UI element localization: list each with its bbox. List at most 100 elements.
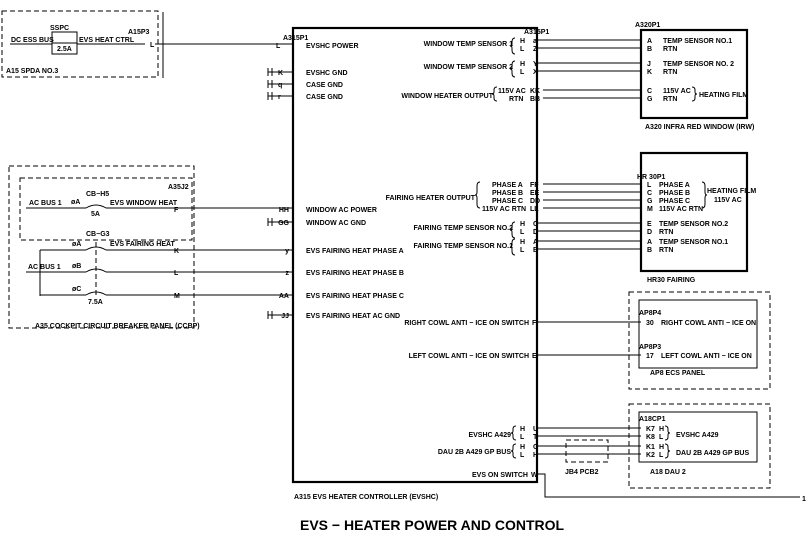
wts2-l: L [520, 69, 525, 76]
a18-pin-k8: K8 [646, 434, 655, 441]
a18-k2-hl: L [659, 452, 664, 459]
ccbp-phase-a-label: øA [72, 241, 81, 248]
evshc-sig-window-ac-power: WINDOW AC POWER [306, 207, 377, 214]
who-pin-bb: BB [530, 96, 540, 103]
hr30-pin-a: A [647, 239, 652, 246]
ccbp-phase-a: øA K [40, 241, 293, 255]
evshc-sig-gnd: EVSHC GND [306, 70, 348, 77]
hr30-label: HR30 FAIRING [647, 277, 696, 284]
fts2-pin-d: D [533, 229, 538, 236]
evshc-sig-phase-b: EVS FAIRING HEAT PHASE B [306, 270, 404, 277]
grp-fts1: FAIRING TEMP SENSOR NO.1 [414, 243, 514, 250]
ap8-p3-signal: LEFT COWL ANTI − ICE ON [661, 353, 752, 360]
hr30-sig-pb: PHASE B [659, 190, 690, 197]
evshc-connector-right: A315P1 [524, 29, 549, 36]
evshc-sig-power: EVSHC POWER [306, 43, 359, 50]
hr30-connector: HR 30P1 [637, 174, 666, 181]
evshc-pin-y: y [285, 248, 289, 255]
ccbp-phase-c: øC M [40, 286, 293, 300]
ccbp-phase-b: øB L [40, 263, 293, 277]
ap8-ecs-panel: AP8P4 30 RIGHT COWL ANTI − ICE ON AP8P3 … [628, 291, 771, 390]
hr30-pin-g: G [647, 198, 653, 205]
a320-connector: A320P1 [635, 22, 660, 29]
ap8-p3: AP8P3 [639, 344, 661, 351]
hr30-pin-d: D [647, 229, 652, 236]
ccbp-phase-c-label: øC [72, 286, 81, 293]
gp-pin-h: H [533, 452, 538, 459]
jb4-pcb2: JB4 PCB2 [565, 439, 609, 476]
evshc-sig-case-gnd-1: CASE GND [306, 82, 343, 89]
grp-fairing-heater-output: FAIRING HEATER OUTPUT [386, 195, 476, 202]
ccbp-window-phase: øA [71, 199, 80, 206]
evshc-connector-left: A315P1 [283, 35, 308, 42]
a18-sig1: EVSHC A429 [676, 432, 719, 439]
fho-rtn: 115V AC RTN [482, 206, 526, 213]
hr30-sig-pa: PHASE A [659, 182, 690, 189]
grp-right-cowl: RIGHT COWL ANTI − ICE ON SWITCH [404, 320, 529, 327]
ccbp-window-cb: CB−H5 [86, 191, 109, 198]
sheet-marker: 1 [802, 496, 806, 503]
fts1-h: H [520, 239, 525, 246]
gp-l: L [520, 452, 525, 459]
hr30-pin-m: M [647, 206, 653, 213]
fho-pin-ll: LL [530, 206, 539, 213]
evshc-sig-case-gnd-2: CASE GND [306, 94, 343, 101]
a320-sig-115v: 115V AC [663, 88, 691, 95]
a15-rating: 2.5A [57, 46, 72, 53]
fts2-l: L [520, 229, 525, 236]
a15-function: EVS HEAT CTRL [79, 37, 135, 44]
a320-pin-k: K [647, 69, 652, 76]
hr30-pin-b: B [647, 247, 652, 254]
evshc-pin-aa: AA [279, 293, 289, 300]
evshc-pin-l: L [276, 43, 281, 50]
a429-pin-t: T [533, 434, 538, 441]
ccbp-connector: A35J2 [168, 184, 189, 191]
evshc-right-pins: WINDOW TEMP SENSOR 1 H L a Z WINDOW TEMP… [386, 37, 806, 503]
fts1-pin-b: B [533, 247, 538, 254]
ccbp-window-bus: AC BUS 1 [29, 200, 62, 207]
evshc-pin-k: K [278, 70, 283, 77]
a320-film: HEATING FILM [699, 92, 748, 99]
ccbp-phase-c-pin: M [174, 293, 180, 300]
hr30-pin-l: L [647, 182, 652, 189]
hr30-sig-ts2: TEMP SENSOR NO.2 [659, 221, 728, 228]
a320-pin-a: A [647, 38, 652, 45]
ccbp-window-pin: F [174, 207, 179, 214]
a35-ccbp-panel: AC BUS 1 øA CB−H5 EVS WINDOW HEAT 5A A35… [8, 165, 293, 330]
evshc-pin-hh: HH [279, 207, 289, 214]
a429-l: L [520, 434, 525, 441]
fts2-pin-c: C [533, 221, 538, 228]
a320-pin-c: C [647, 88, 652, 95]
a18-label: A18 DAU 2 [650, 469, 686, 476]
ap8-p4: AP8P4 [639, 310, 661, 317]
evshc-pin-q: q [278, 82, 282, 89]
a15-breaker-caption: SSPC [50, 25, 69, 32]
hr30-film-volt: 115V AC [714, 197, 742, 204]
evshc-sig-phase-c: EVS FAIRING HEAT PHASE C [306, 293, 404, 300]
fho-phase-a: PHASE A [492, 182, 523, 189]
grp-left-cowl: LEFT COWL ANTI − ICE ON SWITCH [409, 353, 529, 360]
evs-on-pin: W [531, 472, 538, 479]
grp-wts2: WINDOW TEMP SENSOR 2 [424, 64, 513, 71]
a18-k7-hl: H [659, 426, 664, 433]
a320-pin-j: J [647, 61, 651, 68]
diagram-title: EVS − HEATER POWER AND CONTROL [300, 517, 565, 533]
a320-sig-rtn2: RTN [663, 69, 677, 76]
evshc-sig-ac-gnd: EVS FAIRING HEAT AC GND [306, 313, 400, 320]
evshc-pin-jj: JJ [281, 313, 289, 320]
ccbp-fairing-rating: 7.5A [88, 299, 103, 306]
a18-pin-k1: K1 [646, 444, 655, 451]
fts2-h: H [520, 221, 525, 228]
grp-wts1: WINDOW TEMP SENSOR 1 [424, 41, 513, 48]
ap8-label: AP8 ECS PANEL [650, 370, 706, 377]
a320-irw-box: A320P1 A TEMP SENSOR NO.1 B RTN J TEMP S… [635, 22, 754, 131]
fts1-l: L [520, 247, 525, 254]
gp-h: H [520, 444, 525, 451]
a15-bus: DC ESS BUS [11, 37, 54, 44]
who-rtn: RTN [509, 96, 523, 103]
evshc-left-pins: L EVSHC POWER K EVSHC GND q CASE GND r C… [267, 43, 404, 320]
hr30-sig-ts1: TEMP SENSOR NO.1 [659, 239, 728, 246]
a320-sig-rtn3: RTN [663, 96, 677, 103]
hr30-film: HEATING FILM [707, 188, 756, 195]
